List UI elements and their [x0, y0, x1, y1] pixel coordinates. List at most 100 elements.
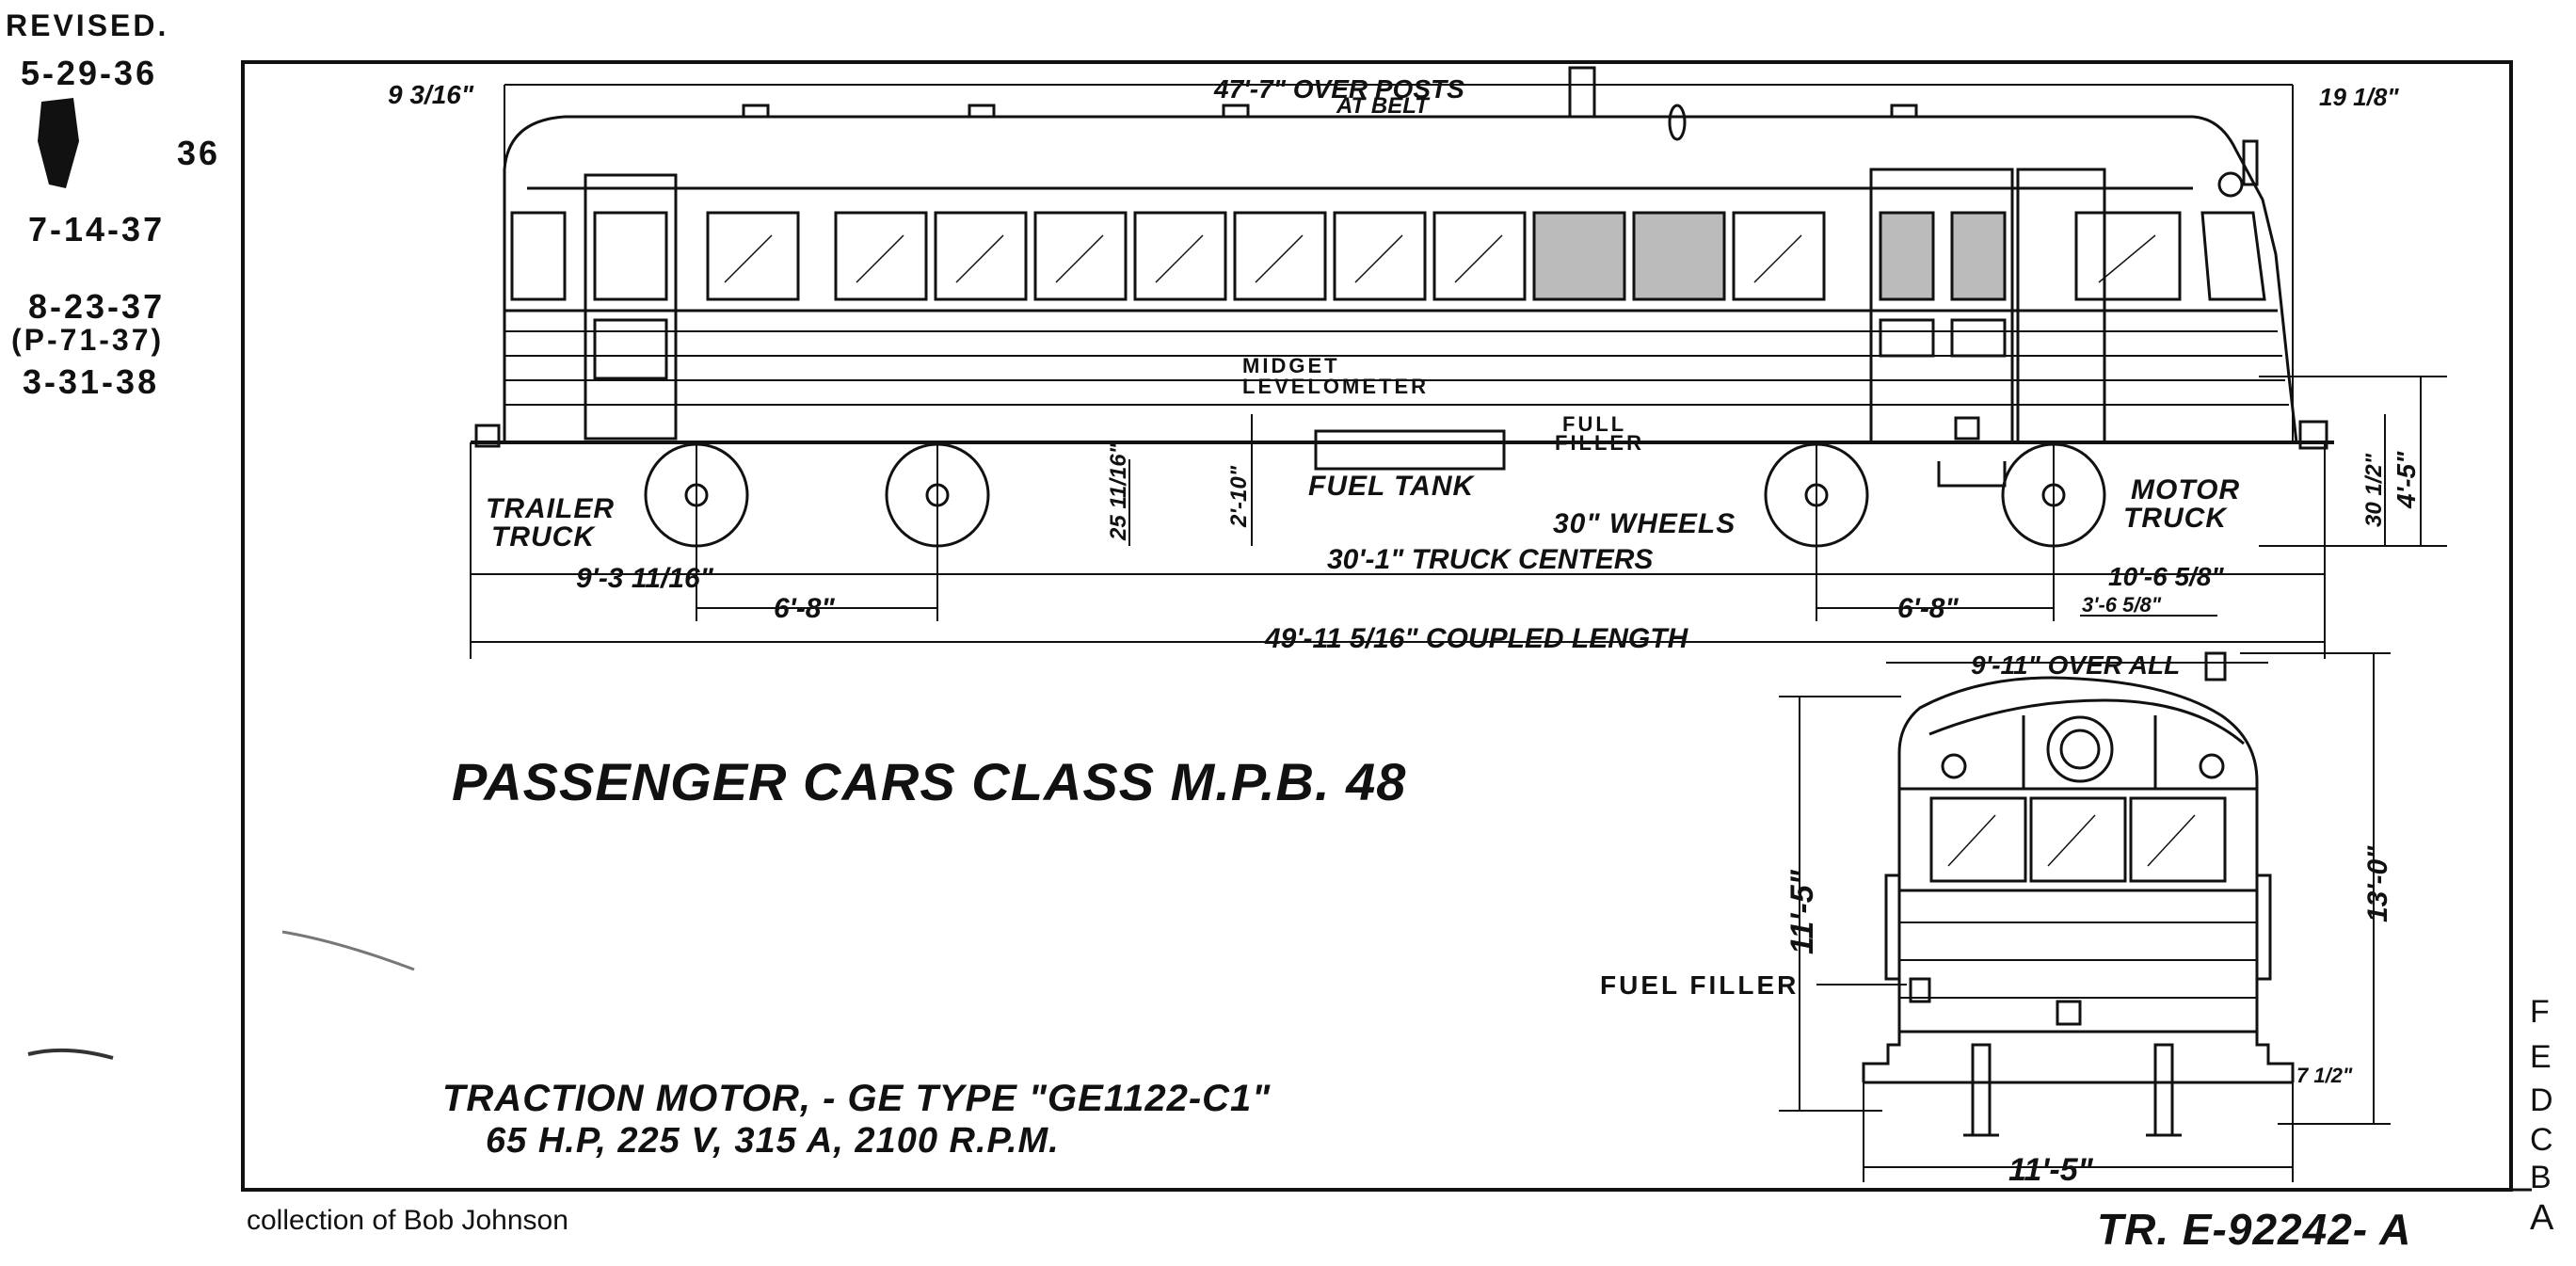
revision-date-6: 3-31-38 — [23, 362, 159, 401]
dim-height-25: 25 11/16" — [1106, 442, 1131, 541]
dim-wheelbase-right: 6'-8" — [1897, 593, 1959, 624]
revision-letter-a: A — [2530, 1198, 2554, 1238]
end-elevation — [1862, 651, 2295, 1137]
side-window — [1732, 211, 1826, 301]
roof-ventilator — [1222, 104, 1250, 119]
lower-panel — [1950, 318, 2007, 358]
fuel-filler-label: FUEL FILLER — [1600, 970, 1799, 1000]
fuel-filler-label: FULL — [1562, 412, 1626, 436]
glass-hatch — [955, 234, 1004, 283]
glass-hatch — [2147, 814, 2196, 867]
side-window — [2074, 211, 2182, 301]
dim-3-6: 3'-6 5/8" — [2082, 593, 2162, 617]
dim-at-belt-label: AT BELT — [1336, 93, 1431, 119]
dim-coupled-length: 49'-11 5/16" COUPLED LENGTH — [1264, 623, 1689, 654]
paper-smudge — [27, 1048, 114, 1060]
revision-date-1: 5-29-36 — [21, 54, 157, 92]
traction-motor-specs: 65 H.P, 225 V, 315 A, 2100 R.P.M. — [486, 1121, 1060, 1161]
dim-11-5-base: 11'-5" — [2008, 1152, 2094, 1188]
end-headlight — [2046, 715, 2114, 783]
dim-11-5-vertical: 11'-5" — [1784, 869, 1820, 954]
end-window — [2029, 796, 2127, 883]
end-grab-rail — [1884, 873, 1901, 981]
glass-hatch — [1354, 234, 1403, 283]
revision-letter-e: E — [2530, 1039, 2552, 1075]
lower-panel — [593, 318, 668, 380]
collection-credit: collection of Bob Johnson — [247, 1205, 568, 1236]
glass-hatch — [856, 234, 904, 283]
side-window — [1333, 211, 1427, 301]
roof-horn — [1668, 104, 1687, 141]
side-elevation — [471, 66, 2334, 548]
dim-left-overhang: 9'-3 11/16" — [576, 563, 714, 594]
motor-skirt — [1937, 461, 2007, 488]
revision-date-4: 8-23-37 — [28, 287, 165, 326]
louver-panel — [1632, 211, 1726, 301]
revision-letter-f: F — [2530, 994, 2550, 1030]
marker-light — [2199, 753, 2225, 779]
headlight-housing — [2242, 139, 2259, 186]
dim-truck-centers: 30'-1" TRUCK CENTERS — [1327, 544, 1653, 575]
side-window — [1233, 211, 1327, 301]
dim-height-30: 30 1/2" — [2361, 453, 2387, 527]
motor-truck-label: MOTOR — [2131, 474, 2240, 505]
fuel-filler-label: FILLER — [1555, 431, 1644, 455]
left-door — [584, 173, 678, 441]
revision-heading: REVISED. — [6, 8, 168, 42]
fuel-tank-label: FUEL TANK — [1308, 471, 1476, 502]
trailer-truck-label: TRUCK — [491, 521, 596, 553]
marker-light — [1941, 753, 1967, 779]
coupler — [2298, 420, 2328, 450]
end-roof-panel — [1928, 698, 2245, 745]
revision-date-2: 36 — [177, 134, 220, 172]
wheels-label: 30" WHEELS — [1553, 508, 1736, 539]
side-window — [1133, 211, 1227, 301]
dim-height-4-5: 4'-5" — [2392, 451, 2421, 509]
dim-over-posts-label: 47'-7" OVER POSTS — [1213, 74, 1464, 104]
motor-truck-label: TRUCK — [2123, 503, 2228, 534]
glass-hatch — [2098, 234, 2156, 283]
side-window — [1432, 211, 1527, 301]
car-body-outline — [503, 115, 2298, 444]
midget-label: MIDGET — [1242, 354, 1340, 377]
paper-smudge — [281, 930, 415, 971]
end-body-outline — [1897, 676, 2259, 1034]
end-window — [2129, 796, 2227, 883]
dim-step: 7 1/2" — [2296, 1064, 2353, 1087]
trailer-truck-label: TRAILER — [486, 493, 615, 524]
ink-blot — [38, 98, 79, 188]
dim-right-overhang: 10'-6 5/8" — [2108, 562, 2224, 591]
lower-panel — [1879, 318, 1935, 358]
end-roof-stack — [2204, 651, 2227, 681]
roof-stack — [1568, 66, 1596, 119]
fuel-tank — [1314, 429, 1506, 471]
end-pilot — [1862, 1032, 2295, 1082]
side-dimension-lines — [470, 84, 2447, 659]
side-window — [1033, 211, 1128, 301]
side-window — [510, 211, 567, 301]
side-window — [706, 211, 800, 301]
cab-window — [2200, 211, 2266, 301]
glass-hatch — [1255, 234, 1304, 283]
glass-hatch — [724, 234, 773, 283]
louver-panel — [1879, 211, 1935, 301]
revision-letter-column: F E D C B A — [2530, 994, 2554, 1238]
drawing-number: TR. E-92242- A — [2097, 1205, 2411, 1254]
glass-hatch — [1055, 234, 1104, 283]
glass-hatch — [1454, 234, 1503, 283]
levelometer-label: LEVELOMETER — [1242, 375, 1429, 398]
drawing-border — [241, 60, 2513, 1192]
end-view-labels: 9'-11" OVER ALL 3'-6 5/8" 11'-5" 13'-0" … — [1600, 593, 2393, 1188]
dim-13-0: 13'-0" — [2362, 845, 2393, 922]
roof-ventilator — [968, 104, 996, 119]
end-headlight-lens — [2059, 729, 2101, 770]
traction-motor-note: TRACTION MOTOR, - GE TYPE "GE1122-C1" — [442, 1078, 1271, 1119]
drawing-title: PASSENGER CARS CLASS M.P.B. 48 — [452, 752, 1406, 811]
dim-wheelbase-left: 6'-8" — [774, 593, 835, 624]
end-window — [1929, 796, 2027, 883]
glass-hatch — [1753, 234, 1802, 283]
underframe-box — [1954, 416, 1980, 441]
dim-over-all: 9'-11" OVER ALL — [1971, 650, 2180, 680]
revision-letter-d: D — [2530, 1082, 2553, 1118]
